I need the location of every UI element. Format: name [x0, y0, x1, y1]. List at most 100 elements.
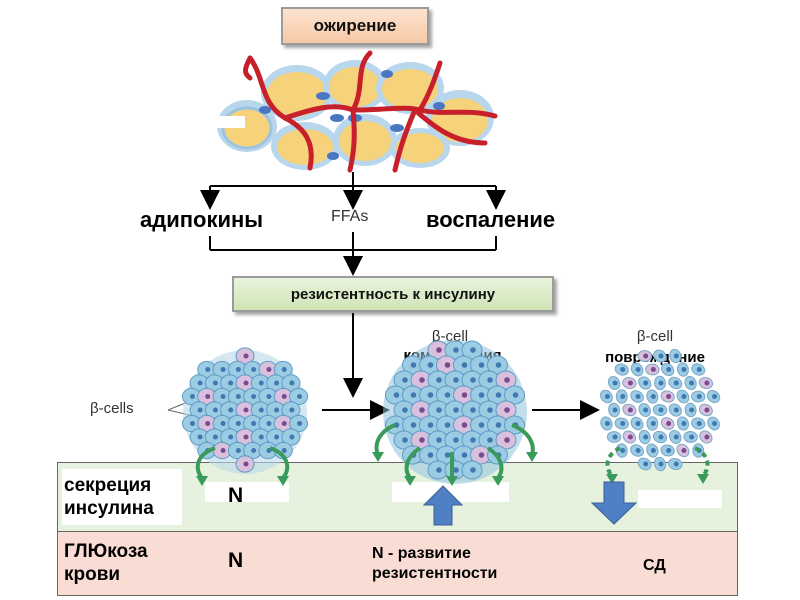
beta-cell-nucleus — [612, 434, 618, 440]
beta-cell-nucleus — [470, 377, 476, 383]
insulin-resistance-box: резистентность к инсулину — [232, 276, 554, 312]
damaged-beta-cell-cluster — [600, 348, 721, 472]
beta-cell-nucleus — [258, 380, 264, 386]
beta-cell-nucleus — [650, 393, 656, 400]
beta-cell-nucleus — [235, 447, 241, 454]
beta-cell-nucleus — [712, 420, 718, 427]
secretion-value-box-3 — [638, 490, 722, 508]
beta-cell-nucleus — [251, 366, 257, 373]
beta-cell-nucleus — [197, 407, 203, 413]
beta-cell-nucleus — [512, 392, 519, 398]
beta-cell-nucleus — [461, 392, 468, 398]
beta-cell-nucleus — [220, 366, 226, 373]
obesity-box: ожирение — [281, 7, 429, 45]
beta-cell-nucleus — [704, 407, 710, 413]
beta-cell-nucleus — [243, 461, 249, 467]
beta-cell-nucleus — [689, 407, 695, 413]
beta-cell-nucleus — [620, 366, 626, 373]
beta-cell-nucleus — [436, 347, 442, 353]
adipose-tissue-illustration — [217, 50, 498, 173]
beta-cell-nucleus — [696, 393, 702, 400]
beta-cell-nucleus — [205, 393, 211, 400]
beta-cell-nucleus — [673, 461, 679, 467]
beta-cell-nucleus — [274, 407, 280, 413]
beta-cell-nucleus — [289, 380, 295, 386]
beta-cell-nucleus — [620, 420, 626, 427]
beta-cell-nucleus — [704, 434, 710, 440]
beta-cell-nucleus — [635, 447, 641, 454]
beta-cell-nucleus — [704, 380, 710, 386]
beta-cell-nucleus — [635, 366, 641, 373]
beta-cell-nucleus — [197, 434, 203, 440]
beta-cell-nucleus — [487, 437, 493, 443]
glucose-normal-value: N — [228, 549, 244, 572]
beta-cell-nucleus — [461, 422, 468, 428]
beta-cell-nucleus — [419, 377, 425, 383]
secretion-label-bg — [62, 469, 182, 525]
beta-cell-nucleus — [410, 362, 417, 368]
beta-cell-nucleus — [635, 393, 641, 400]
beta-cell-nucleus — [612, 407, 618, 413]
insulin-secretion-label: секреция инсулина — [64, 475, 154, 519]
beta-cell-nucleus — [410, 392, 417, 398]
secretion-normal-value: N — [228, 484, 244, 507]
beta-cell-nucleus — [444, 422, 451, 428]
beta-cell-nucleus — [212, 380, 218, 386]
beta-cell-nucleus — [696, 366, 702, 373]
beta-cell-nucleus — [251, 420, 257, 427]
beta-cell-nucleus — [461, 452, 468, 458]
beta-cell-nucleus — [436, 407, 442, 413]
beta-cell-nucleus — [243, 434, 249, 440]
beta-cell-nucleus — [504, 407, 510, 413]
beta-cell-nucleus — [643, 353, 649, 359]
beta-cell-nucleus — [673, 353, 679, 359]
beta-cell-nucleus — [228, 434, 234, 440]
beta-cell-nucleus — [243, 380, 249, 386]
beta-cell-nucleus — [444, 392, 451, 398]
beta-cell-nucleus — [410, 422, 417, 428]
beta-cell-nucleus — [658, 353, 664, 359]
beta-cell-nucleus — [419, 437, 425, 443]
glucose-resistance-value: N - развитие резистентности — [372, 545, 498, 582]
beta-cell-nucleus — [427, 452, 434, 458]
beta-cell-nucleus — [627, 380, 633, 386]
beta-cell-nucleus — [487, 377, 493, 383]
beta-cell-nucleus — [453, 407, 459, 413]
beta-cell-nucleus — [673, 434, 679, 440]
beta-cell-nucleus — [643, 380, 649, 386]
beta-cell-nucleus — [643, 434, 649, 440]
beta-cell-nucleus — [658, 407, 664, 413]
beta-cell-nucleus — [274, 380, 280, 386]
beta-cell-nucleus — [243, 407, 249, 413]
compensation-beta-cell-cluster — [383, 340, 527, 484]
beta-cell-nucleus — [235, 366, 241, 373]
beta-cell-nucleus — [478, 362, 485, 368]
beta-cell-nucleus — [427, 392, 434, 398]
beta-cell-nucleus — [658, 434, 664, 440]
beta-cell-nucleus — [681, 366, 687, 373]
beta-cell-nucleus — [436, 467, 442, 473]
beta-cell-nucleus — [635, 420, 641, 427]
beta-cell-nucleus — [461, 362, 468, 368]
beta-cell-nucleus — [266, 366, 272, 373]
beta-cell-nucleus — [650, 366, 656, 373]
beta-cell-nucleus — [402, 437, 408, 443]
beta-cell-nucleus — [197, 380, 203, 386]
beta-cell-nucleus — [504, 437, 510, 443]
beta-cell-nucleus — [297, 420, 303, 427]
beta-cell-nucleus — [281, 366, 287, 373]
beta-cell-nucleus — [666, 447, 672, 454]
beta-cell-nucleus — [478, 452, 485, 458]
beta-cell-nucleus — [402, 377, 408, 383]
beta-cell-nucleus — [419, 407, 425, 413]
beta-cell-nucleus — [189, 393, 195, 400]
beta-cell-nucleus — [444, 362, 451, 368]
blood-glucose-label: ГЛЮкоза крови — [64, 541, 148, 585]
blood-vessels — [243, 50, 498, 173]
beta-cell-nucleus — [274, 434, 280, 440]
beta-cell-nucleus — [251, 393, 257, 400]
beta-cell-nucleus — [266, 393, 272, 400]
beta-cell-nucleus — [495, 422, 502, 428]
beta-cell-nucleus — [478, 422, 485, 428]
